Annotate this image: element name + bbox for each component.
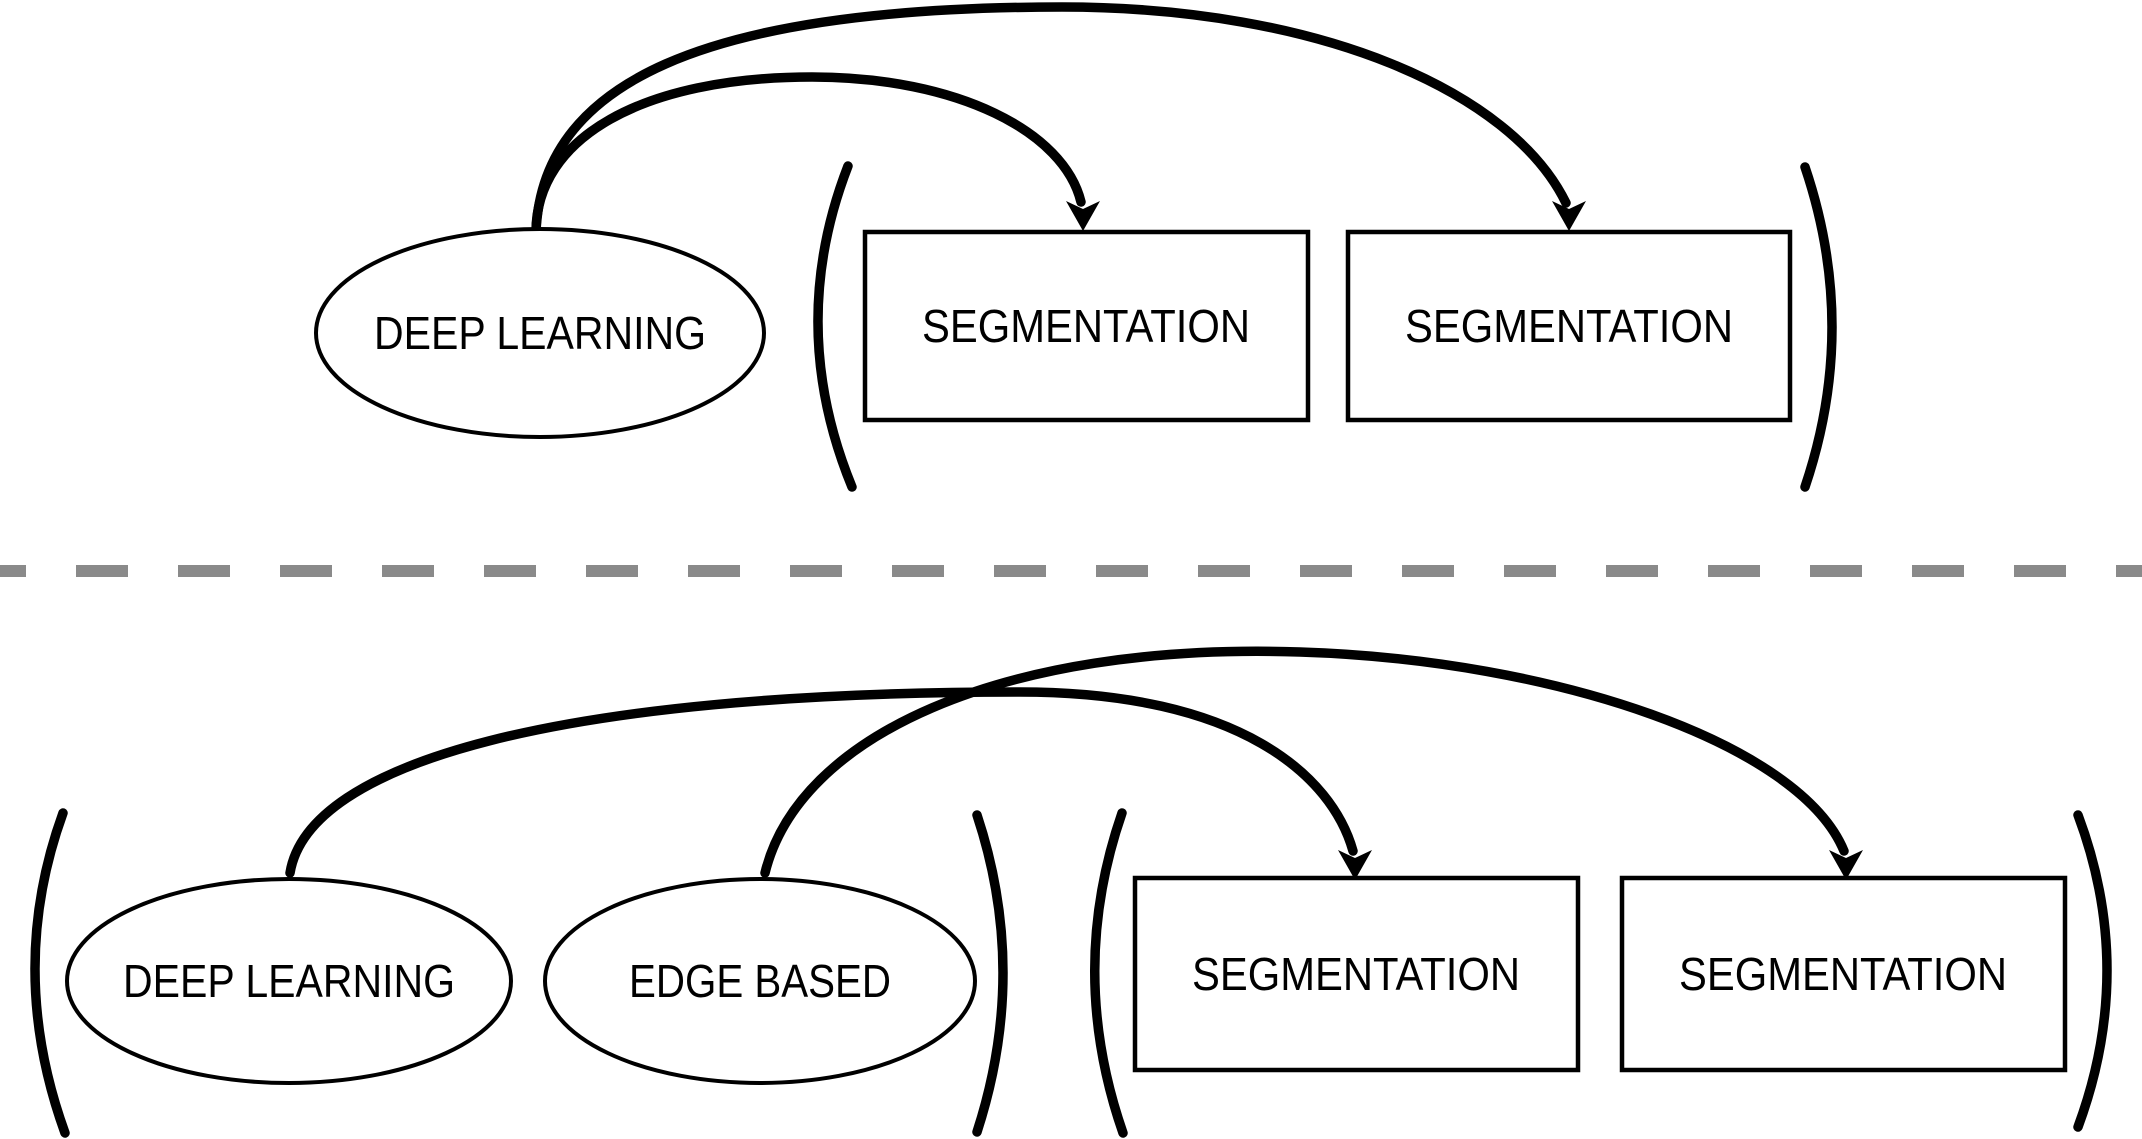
- bottom-target-group-close-paren: [2073, 810, 2112, 1132]
- bottom-deep-learning-label: DEEP LEARNING: [123, 955, 455, 1007]
- bottom-source-group-close-paren: [972, 810, 1008, 1137]
- top-segmentation-label-1: SEGMENTATION: [922, 300, 1250, 352]
- bottom-edge-based-node: [543, 877, 977, 1085]
- bottom-edge-edge-based-to-segmentation-2: [760, 646, 1849, 878]
- bottom-edge-based-label: EDGE BASED: [629, 955, 891, 1007]
- top-segmentation-label-2: SEGMENTATION: [1405, 300, 1733, 352]
- top-deep-learning-node: [314, 227, 766, 439]
- top-segmentation-box-1: [862, 229, 1311, 423]
- top-segmentation-box-2: [1345, 229, 1793, 423]
- bottom-section: DEEP LEARNING EDGE BASED SEGMENTATION SE…: [30, 646, 2112, 1138]
- top-deep-learning-label: DEEP LEARNING: [374, 307, 706, 359]
- top-edge-deep-learning-to-segmentation-1: [531, 72, 1086, 237]
- bottom-segmentation-label-1: SEGMENTATION: [1192, 948, 1520, 1000]
- arrowhead-top-2-icon: [1552, 201, 1586, 231]
- top-group-close-paren: [1800, 162, 1837, 492]
- bottom-deep-learning-node: [65, 877, 513, 1085]
- bottom-segmentation-label-2: SEGMENTATION: [1679, 948, 2007, 1000]
- top-group-open-paren: [813, 161, 857, 492]
- arrowhead-bottom-1-icon: [1338, 850, 1372, 880]
- bottom-segmentation-box-1: [1132, 875, 1581, 1073]
- arrowhead-bottom-2-icon: [1829, 850, 1863, 880]
- top-edge-deep-learning-to-segmentation-2: [531, 2, 1571, 237]
- bottom-target-group-open-paren: [1090, 808, 1128, 1138]
- top-section: DEEP LEARNING SEGMENTATION SEGMENTATION: [314, 2, 1837, 492]
- bottom-segmentation-box-2: [1619, 875, 2068, 1073]
- arrowhead-top-1-icon: [1066, 201, 1100, 231]
- bottom-edge-deep-learning-to-segmentation-1: [285, 687, 1358, 878]
- bottom-source-group-open-paren: [30, 808, 70, 1138]
